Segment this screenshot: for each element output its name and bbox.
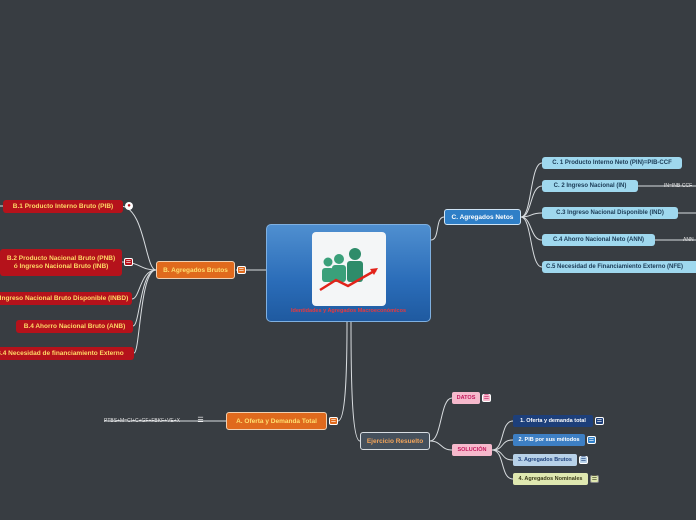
branch-ejercicio-resuelto[interactable]: Ejercicio Resuelto xyxy=(360,432,430,450)
item-b2-pnb[interactable]: B.2 Producto Nacional Bruto (PNB) ó Ingr… xyxy=(0,249,122,276)
branch-oferta-demanda-total[interactable]: A. Oferta y Demanda Total xyxy=(226,412,327,430)
step-pib-metodos[interactable]: 2. PIB por sus métodos xyxy=(513,434,585,446)
note-oferta-demanda-formula: PTBS+M=CI+C+GF+FBKF+VE+X xyxy=(104,418,181,424)
solucion-node[interactable]: SOLUCIÓN xyxy=(452,444,492,456)
item-c3-ind[interactable]: C.3 Ingreso Nacional Disponible (IND) xyxy=(542,207,678,219)
globe-icon[interactable]: ● xyxy=(125,202,133,210)
item-b3-inbd[interactable]: B.3 Ingreso Nacional Bruto Disponible (I… xyxy=(0,292,132,305)
step-oferta-demanda[interactable]: 1. Oferta y demanda total xyxy=(513,415,593,427)
item-c2-in[interactable]: C. 2 Ingreso Nacional (IN) xyxy=(542,180,638,192)
list-icon[interactable]: ☰ xyxy=(579,456,588,464)
list-icon[interactable]: ☰ xyxy=(587,436,596,444)
central-topic[interactable]: Identidades y Agregados Macroeconómicos xyxy=(266,224,431,322)
item-c1-pin[interactable]: C. 1 Producto Interno Neto (PIN)=PIB-CCF xyxy=(542,157,682,169)
central-title: Identidades y Agregados Macroeconómicos xyxy=(290,308,407,314)
step-agregados-brutos[interactable]: 3. Agregados Brutos xyxy=(513,454,577,466)
list-icon[interactable]: ☰ xyxy=(590,475,599,483)
list-icon[interactable]: ☰ xyxy=(124,258,133,266)
item-b1-pib[interactable]: B.1 Producto Interno Bruto (PIB) xyxy=(3,200,123,213)
note-ann-formula: ANN xyxy=(683,237,694,243)
item-c4-ann[interactable]: C.4 Ahorro Nacional Neto (ANN) xyxy=(542,234,655,246)
item-b4-anb[interactable]: B.4 Ahorro Nacional Bruto (ANB) xyxy=(16,320,133,333)
list-icon[interactable]: ☰ xyxy=(595,417,604,425)
list-icon[interactable]: ☰ xyxy=(329,417,338,425)
branch-agregados-netos[interactable]: C. Agregados Netos xyxy=(444,209,521,225)
step-agregados-nominales[interactable]: 4. Agregados Nominales xyxy=(513,473,588,485)
datos-node[interactable]: DATOS xyxy=(452,392,480,404)
item-b4-necesidad-financiamiento[interactable]: B.4 Necesidad de financiamiento Externo xyxy=(0,347,134,360)
branch-agregados-brutos[interactable]: B. Agregados Brutos xyxy=(156,261,235,279)
item-c5-nfe[interactable]: C.5 Necesidad de Financiamiento Externo … xyxy=(542,261,696,273)
list-icon[interactable]: ☰ xyxy=(482,394,491,402)
list-icon[interactable]: ☰ xyxy=(237,266,246,274)
note-in-formula: IN=INB-CCF xyxy=(664,183,693,189)
people-chart-icon xyxy=(312,232,386,306)
list-icon[interactable]: ☰ xyxy=(197,417,204,424)
